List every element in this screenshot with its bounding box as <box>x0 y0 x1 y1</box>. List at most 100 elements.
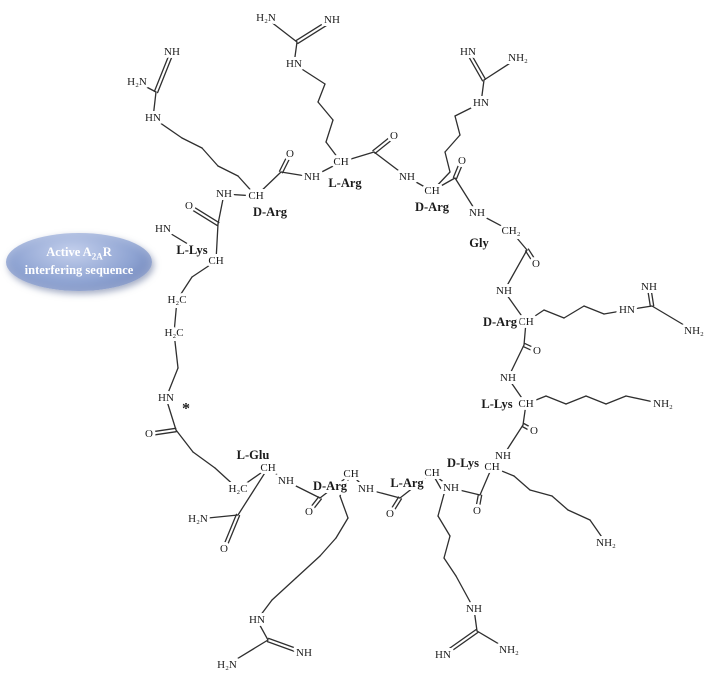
bond <box>431 177 456 192</box>
bond <box>452 159 462 179</box>
bond <box>589 519 607 544</box>
atom-label: NH₂ <box>653 398 673 410</box>
bond <box>479 466 493 496</box>
bond <box>217 165 239 177</box>
atom-label: O <box>458 155 466 167</box>
bond <box>325 141 342 163</box>
bond <box>192 451 216 469</box>
bond <box>513 475 531 491</box>
atom-label: H₂C <box>167 294 186 306</box>
bond <box>152 117 183 139</box>
bond <box>507 377 527 405</box>
residue-label: L-Glu <box>237 448 270 462</box>
atom-label: H₂N <box>127 76 147 88</box>
atom-label: CH <box>518 316 533 328</box>
atom-label: HN <box>286 58 302 70</box>
bond <box>173 332 179 369</box>
bond <box>646 286 651 307</box>
bond <box>267 467 287 482</box>
atom-label: NH <box>304 171 320 183</box>
atom-label: NH <box>466 603 482 615</box>
bond <box>224 514 241 551</box>
bond <box>152 91 157 119</box>
bond <box>226 639 269 666</box>
bond <box>317 101 334 121</box>
residue-label: D-Arg <box>313 479 348 493</box>
bond <box>265 17 298 43</box>
bond <box>527 248 539 264</box>
bond <box>335 517 349 539</box>
bond <box>651 305 695 332</box>
atom-label: CH <box>343 468 358 480</box>
bond <box>551 495 569 511</box>
bond <box>191 260 217 278</box>
callout-line1: Active A2AR <box>46 245 112 263</box>
atom-label: O <box>530 425 538 437</box>
bond <box>267 637 306 653</box>
callout-line1-subscript: 2A <box>91 251 103 262</box>
bond <box>443 535 451 559</box>
atom-label: HN <box>155 223 171 235</box>
atom-label: O <box>390 130 398 142</box>
bond <box>480 79 485 104</box>
residue-label: L-Lys <box>481 397 512 411</box>
atom-label: CH₂ <box>501 225 520 237</box>
bond <box>340 151 375 163</box>
atom-label: O <box>286 148 294 160</box>
bond <box>297 20 334 45</box>
atom-label: HN <box>158 392 174 404</box>
bond <box>201 147 219 167</box>
bond <box>266 640 305 656</box>
bond <box>605 395 627 405</box>
bond <box>450 487 481 496</box>
bond <box>148 431 177 437</box>
atom-label: H₂N <box>256 12 276 24</box>
atom-label: CH <box>518 398 533 410</box>
bond <box>444 151 451 173</box>
atom-label: HN <box>145 112 161 124</box>
bond <box>444 134 461 153</box>
residue-label: L-Arg <box>390 476 424 490</box>
residue-label: L-Lys <box>176 243 207 257</box>
bond <box>437 493 445 517</box>
bond <box>521 425 534 434</box>
bond <box>285 480 321 499</box>
bond <box>197 514 239 520</box>
bond <box>148 427 177 433</box>
atom-label: NH₂ <box>684 325 704 337</box>
bond <box>311 161 342 178</box>
residue-label: L-Arg <box>328 176 362 190</box>
bond <box>522 403 527 426</box>
callout-line1-suffix: R <box>102 245 112 260</box>
bond <box>625 395 664 405</box>
bond <box>293 41 298 65</box>
bond <box>319 537 337 557</box>
atom-label: H₂C <box>228 483 247 495</box>
bond <box>153 50 172 93</box>
bond <box>510 230 528 251</box>
bond <box>455 160 465 180</box>
bond <box>437 515 451 537</box>
atom-label: NH <box>324 14 340 26</box>
bond <box>309 498 322 514</box>
bond <box>374 136 396 154</box>
residue-label: D-Arg <box>483 315 518 329</box>
bond <box>545 395 567 405</box>
bond <box>175 429 194 453</box>
bond <box>522 345 537 354</box>
bond <box>187 206 218 227</box>
atom-label: NH <box>358 483 374 495</box>
bond <box>455 575 475 610</box>
atom-label: O <box>185 200 193 212</box>
atom-label: NH <box>469 207 485 219</box>
bond <box>525 309 545 323</box>
bond <box>237 467 269 490</box>
bond <box>156 51 175 94</box>
bond <box>387 496 400 514</box>
atom-label: CH <box>424 185 439 197</box>
bond <box>441 628 477 655</box>
atom-label: CH <box>260 462 275 474</box>
